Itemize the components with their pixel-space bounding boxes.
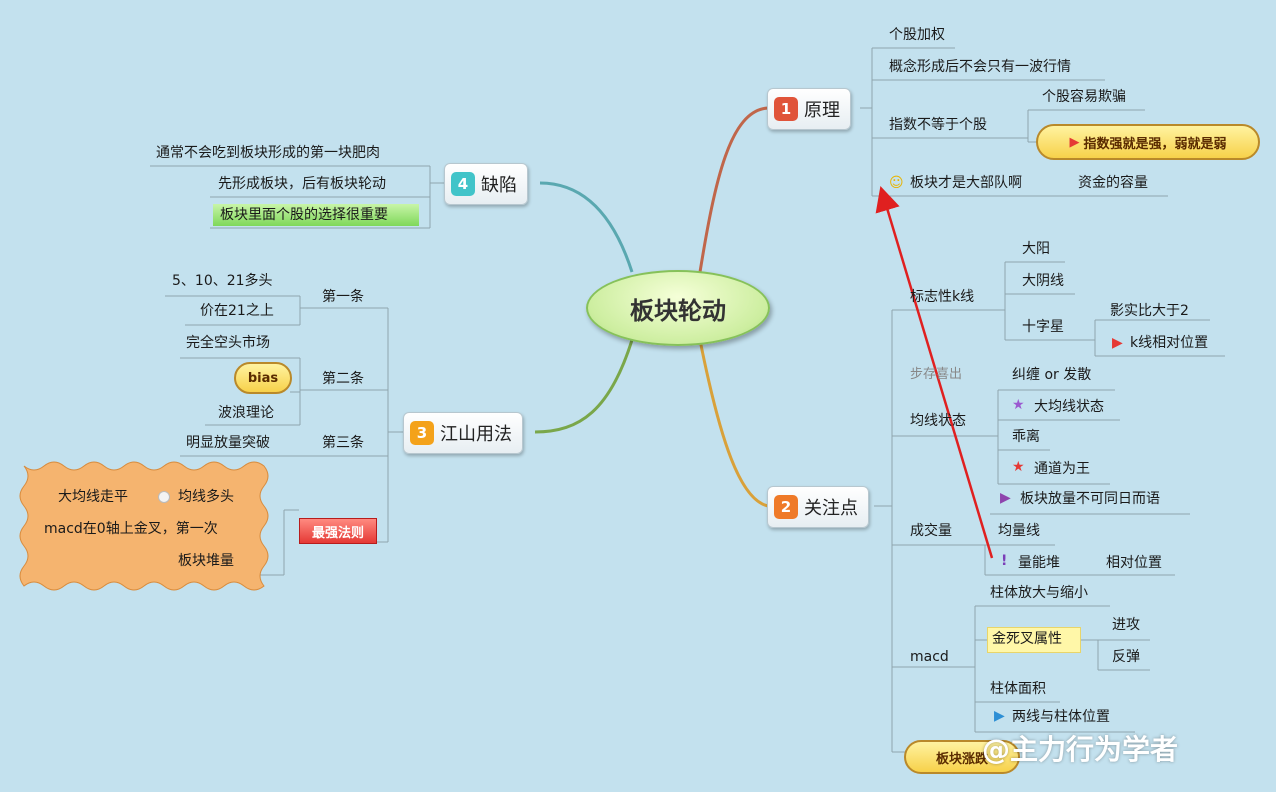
node[interactable]: 资金的容量 bbox=[1078, 175, 1148, 191]
branch-label: 原理 bbox=[804, 100, 840, 121]
highlight-node[interactable]: bias bbox=[234, 362, 292, 394]
node[interactable]: 柱体放大与缩小 bbox=[990, 585, 1088, 601]
node[interactable]: 先形成板块，后有板块轮动 bbox=[218, 176, 386, 192]
node[interactable]: 进攻 bbox=[1112, 617, 1140, 633]
node[interactable]: 均量线 bbox=[998, 523, 1040, 539]
node[interactable]: 标志性k线 bbox=[910, 289, 975, 305]
number-badge: 3 bbox=[410, 421, 434, 445]
branch-label: 江山用法 bbox=[440, 424, 512, 445]
node[interactable]: 板块堆量 bbox=[178, 553, 234, 569]
flag-icon: ▶ bbox=[1000, 490, 1011, 506]
node[interactable]: 大均线状态 bbox=[1034, 399, 1104, 415]
strongest-rule-label[interactable]: 最强法则 bbox=[299, 518, 377, 544]
red-arrow bbox=[875, 186, 994, 559]
node[interactable]: 均线状态 bbox=[910, 413, 966, 429]
node[interactable]: 大阳 bbox=[1022, 241, 1050, 257]
flag-icon: ▶ bbox=[1069, 134, 1080, 150]
branch2-curve bbox=[698, 339, 769, 508]
node[interactable]: 柱体面积 bbox=[990, 681, 1046, 697]
node[interactable]: 概念形成后不会只有一波行情 bbox=[889, 59, 1071, 75]
node[interactable]: 板块才是大部队啊 bbox=[910, 175, 1022, 191]
dot-icon bbox=[158, 491, 170, 503]
node[interactable]: 明显放量突破 bbox=[186, 435, 270, 451]
node[interactable]: 两线与柱体位置 bbox=[1012, 709, 1110, 725]
highlight-bar bbox=[213, 204, 419, 226]
node[interactable]: 大阴线 bbox=[1022, 273, 1064, 289]
node[interactable]: 板块放量不可同日而语 bbox=[1020, 491, 1160, 507]
exclamation-icon: ! bbox=[1001, 553, 1008, 569]
branch-focus[interactable]: 2 关注点 bbox=[767, 486, 869, 528]
node[interactable]: 第三条 bbox=[322, 435, 364, 451]
node[interactable]: 十字星 bbox=[1022, 319, 1064, 335]
strongest-rule-box bbox=[19, 461, 269, 591]
node[interactable]: 个股容易欺骗 bbox=[1042, 89, 1126, 105]
node[interactable]: macd bbox=[910, 649, 949, 665]
node[interactable]: 完全空头市场 bbox=[186, 335, 270, 351]
branch3-curve bbox=[534, 339, 634, 434]
node[interactable]: 波浪理论 bbox=[218, 405, 274, 421]
branch-principle[interactable]: 1 原理 bbox=[767, 88, 851, 130]
node[interactable]: 相对位置 bbox=[1106, 555, 1162, 571]
flag-icon: ▶ bbox=[994, 708, 1005, 724]
smiley-icon: ☺ bbox=[889, 175, 904, 191]
node[interactable]: 通道为王 bbox=[1034, 461, 1090, 477]
node[interactable]: 反弹 bbox=[1112, 649, 1140, 665]
node[interactable]: 纠缠 or 发散 bbox=[1012, 367, 1092, 383]
star-icon: ★ bbox=[1012, 397, 1025, 413]
highlight-label: 指数强就是强，弱就是弱 bbox=[1083, 136, 1227, 152]
central-topic[interactable]: 板块轮动 bbox=[586, 270, 770, 346]
node[interactable]: 量能堆 bbox=[1018, 555, 1060, 571]
node[interactable]: 金死叉属性 bbox=[992, 631, 1062, 647]
branch-defects[interactable]: 4 缺陷 bbox=[444, 163, 528, 205]
node[interactable]: 成交量 bbox=[910, 523, 952, 539]
node[interactable]: 第二条 bbox=[322, 371, 364, 387]
node[interactable]: 大均线走平 bbox=[58, 489, 128, 505]
flag-icon: ▶ bbox=[1112, 335, 1123, 351]
node[interactable]: 影实比大于2 bbox=[1110, 303, 1189, 319]
number-badge: 1 bbox=[774, 97, 798, 121]
node[interactable]: 5、10、21多头 bbox=[172, 273, 273, 289]
branch4-curve bbox=[539, 181, 634, 273]
node[interactable]: 乖离 bbox=[1012, 429, 1040, 445]
node[interactable]: 价在21之上 bbox=[200, 303, 274, 319]
branch-label: 缺陷 bbox=[481, 175, 517, 196]
branch1-curve bbox=[698, 106, 769, 273]
branch-label: 关注点 bbox=[804, 498, 858, 519]
node[interactable]: 均线多头 bbox=[178, 489, 234, 505]
highlight-node[interactable]: ▶ 指数强就是强，弱就是弱 bbox=[1036, 124, 1260, 160]
node[interactable]: 板块里面个股的选择很重要 bbox=[220, 207, 388, 223]
node[interactable]: k线相对位置 bbox=[1130, 335, 1209, 351]
node[interactable]: 通常不会吃到板块形成的第一块肥肉 bbox=[156, 145, 380, 161]
node[interactable]: 指数不等于个股 bbox=[889, 117, 987, 133]
highlight-node[interactable]: 板块涨跌 bbox=[904, 740, 1020, 774]
node[interactable]: macd在0轴上金叉，第一次 bbox=[44, 521, 218, 537]
watermark: @主力行为学者 bbox=[982, 733, 1179, 766]
star-icon: ★ bbox=[1012, 459, 1025, 475]
node[interactable]: 第一条 bbox=[322, 289, 364, 305]
number-badge: 4 bbox=[451, 172, 475, 196]
branch-usage[interactable]: 3 江山用法 bbox=[403, 412, 523, 454]
node[interactable]: 个股加权 bbox=[889, 27, 945, 43]
number-badge: 2 bbox=[774, 495, 798, 519]
highlight-box bbox=[987, 627, 1081, 653]
node-faded[interactable]: 步存喜出 bbox=[910, 367, 963, 382]
